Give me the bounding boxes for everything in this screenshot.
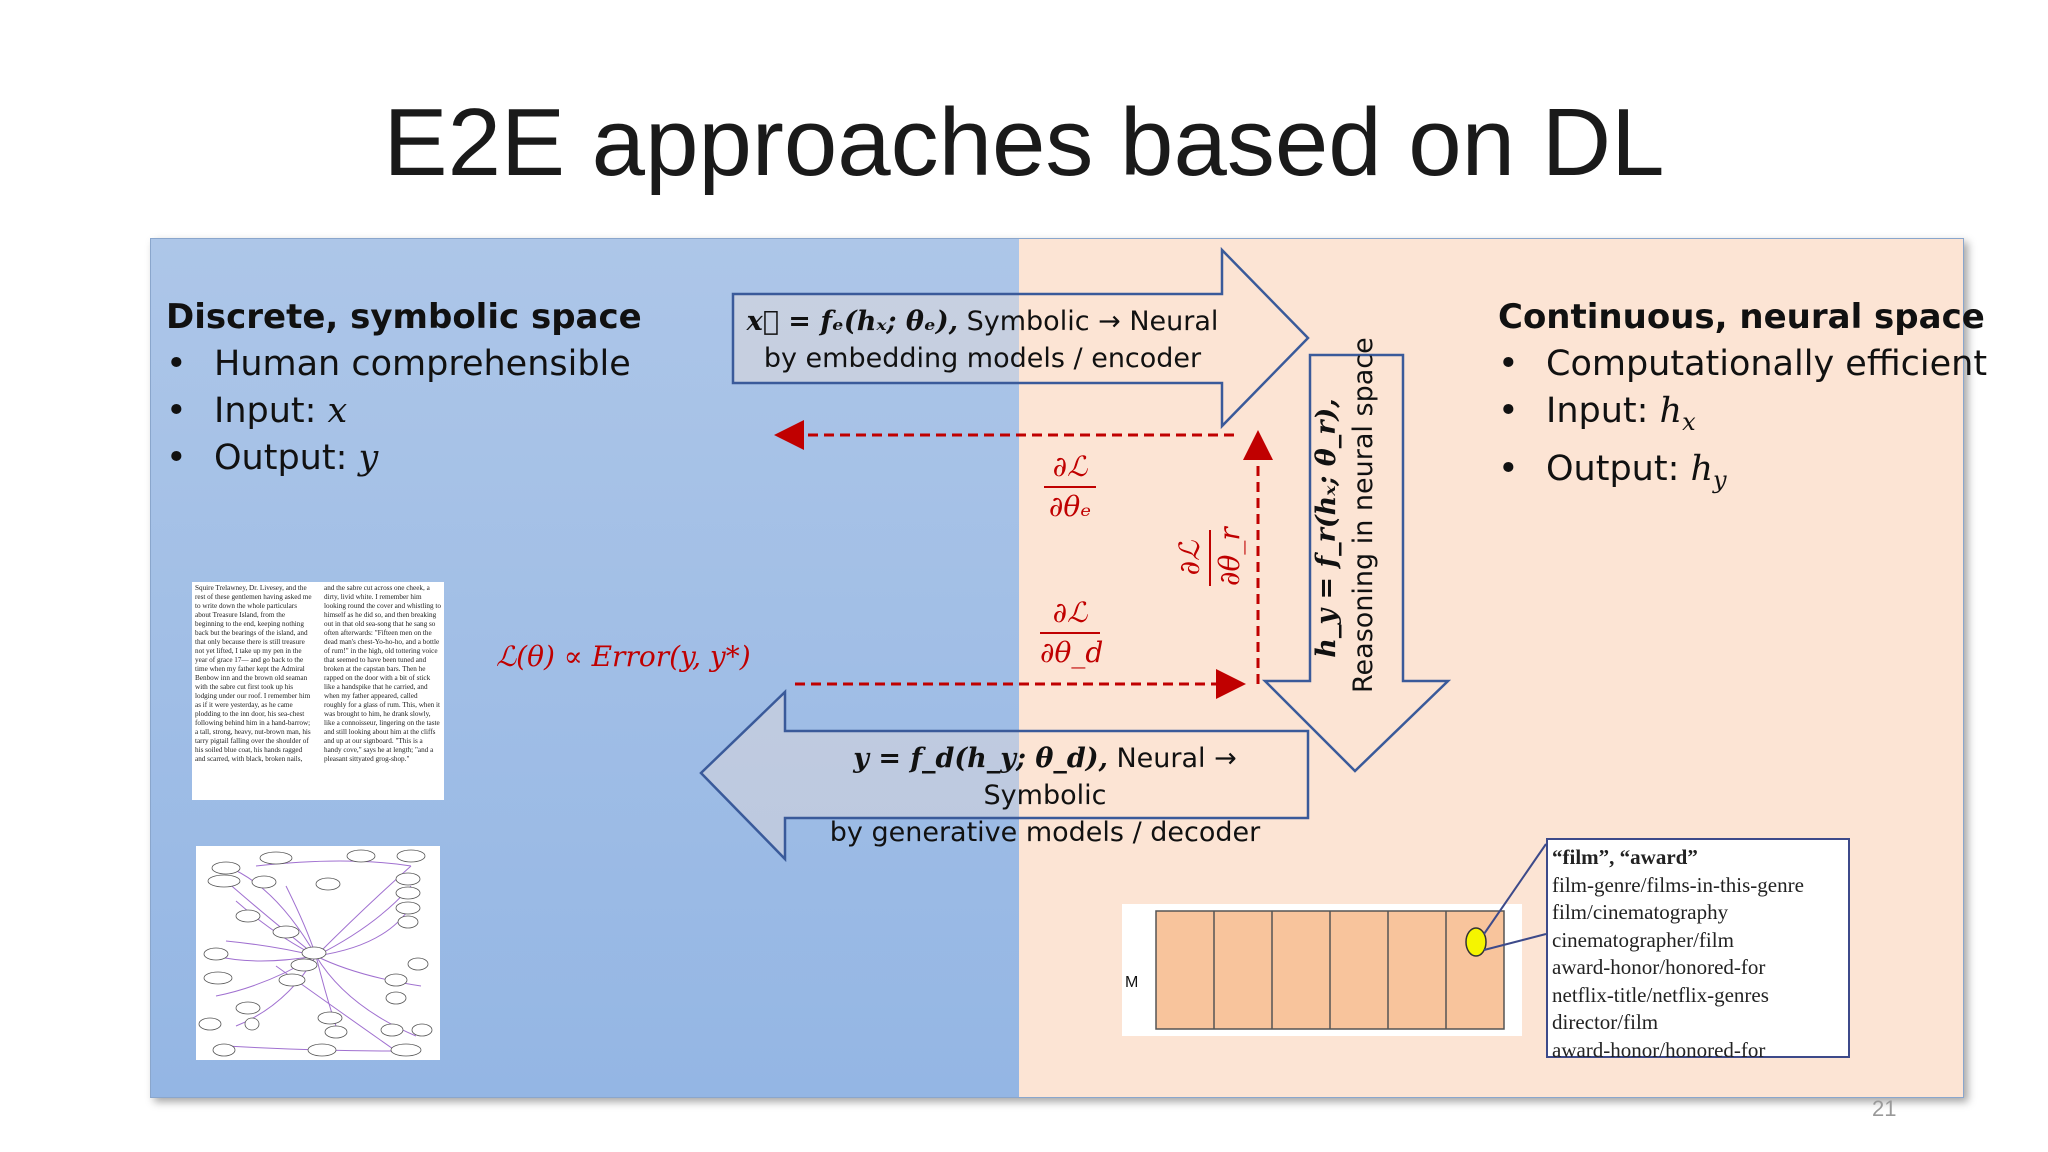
gradient-decoder: ∂ℒ∂θ_d	[1040, 596, 1104, 669]
decoder-arrow	[699, 689, 1310, 863]
output-var: y	[358, 438, 379, 478]
input-var: x	[327, 391, 348, 431]
gradient-encoder: ∂ℒ∂θₑ	[1044, 450, 1096, 524]
relation-item: director/film	[1552, 1010, 1659, 1034]
memory-matrix: M	[1122, 904, 1522, 1036]
bullet-human-comprehensible: Human comprehensible	[166, 341, 642, 388]
document-thumbnail: Squire Trelawney, Dr. Livesey, and the r…	[192, 582, 444, 800]
memory-grid	[1155, 910, 1505, 1030]
decoder-label: y = f_d(h_y; θ_d), Neural → Symbolic by …	[829, 743, 1261, 848]
encoder-formula: x⃗ = fₑ(hₓ; θₑ),	[746, 306, 959, 337]
slide-title: E2E approaches based on DL	[383, 89, 1665, 196]
decoder-formula: y = f_d(h_y; θ_d),	[853, 743, 1108, 774]
memory-label: M	[1125, 974, 1139, 991]
bullet-neural-output: Output: hy	[1498, 446, 1987, 504]
loss-formula: ℒ(θ) ∝ Error(y, y*)	[496, 640, 751, 673]
relation-query: “film”, “award”	[1552, 845, 1698, 869]
bullet-output: Output: y	[166, 435, 642, 482]
relation-item: cinematographer/film	[1552, 927, 1734, 952]
relation-item: netflix-title/netflix-genres	[1552, 982, 1769, 1007]
encoder-description: by embedding models / encoder	[763, 343, 1202, 374]
bullet-input: Input: x	[166, 388, 642, 435]
bullet-computationally-efficient: Computationally efficient	[1498, 341, 1987, 388]
knowledge-graph-svg	[198, 849, 433, 1057]
memory-slot-highlight	[1465, 927, 1487, 957]
relation-item: award-honor/honored-for	[1552, 1037, 1766, 1062]
page-number: 21	[1872, 1096, 1897, 1121]
relation-list: “film”, “award” film-genre/films-in-this…	[1546, 838, 1850, 1062]
neural-heading: Continuous, neural space	[1498, 297, 1985, 337]
relation-item: film-genre/films-in-this-genre	[1552, 872, 1804, 897]
bullet-neural-input: Input: hx	[1498, 388, 1987, 446]
encoder-label: x⃗ = fₑ(hₓ; θₑ), Symbolic → Neural by em…	[746, 306, 1219, 374]
neural-space-block: Continuous, neural space Computationally…	[1498, 294, 1987, 504]
symbolic-heading: Discrete, symbolic space	[166, 297, 642, 337]
reasoning-arrow	[1261, 353, 1452, 773]
relation-item: award-honor/honored-for	[1552, 955, 1766, 979]
knowledge-graph-thumbnail	[196, 846, 440, 1060]
relation-item: film/cinematography	[1552, 900, 1729, 924]
encoder-arrow	[731, 246, 1310, 430]
symbolic-space-block: Discrete, symbolic space Human comprehen…	[166, 294, 642, 482]
decoder-description: by generative models / decoder	[829, 817, 1261, 848]
